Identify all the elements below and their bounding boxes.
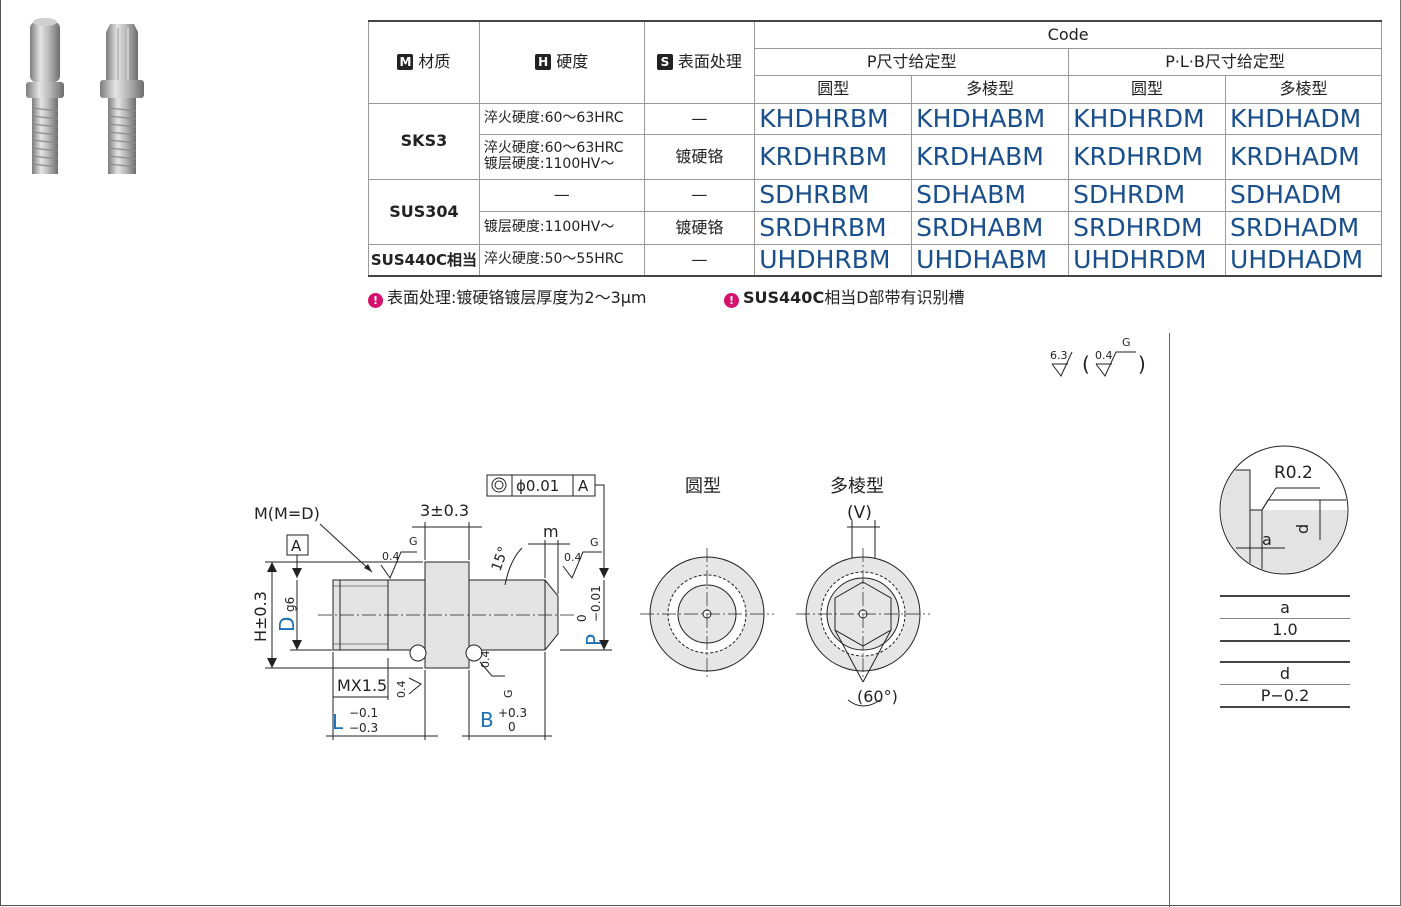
- svg-text:G: G: [1122, 336, 1131, 349]
- svg-text:−0.3: −0.3: [349, 721, 378, 735]
- svg-text:0.4: 0.4: [1095, 349, 1113, 362]
- roughness-symbol: 6.3 ( 0.4 G ): [1050, 336, 1146, 377]
- code-cell[interactable]: SDHABM: [911, 178, 1070, 212]
- note-sus440c: !SUS440C相当D部带有识别槽: [724, 284, 965, 308]
- hardness-cell: —: [478, 178, 645, 212]
- code-cell[interactable]: KRDHRBM: [754, 133, 913, 180]
- h-dim: H±0.3: [251, 591, 270, 642]
- section-divider: [1169, 333, 1170, 907]
- code-cell[interactable]: KRDHRDM: [1068, 133, 1227, 180]
- svg-text:(: (: [1082, 352, 1090, 376]
- svg-text:6.3: 6.3: [1050, 349, 1068, 362]
- detail-view: [1219, 445, 1349, 575]
- material-sks3: SKS3: [368, 102, 480, 180]
- code-cell[interactable]: KHDHRBM: [754, 102, 913, 135]
- code-cell[interactable]: UHDHRDM: [1068, 243, 1227, 277]
- poly-end-view: [796, 548, 930, 707]
- svg-text:−0.1: −0.1: [349, 706, 378, 720]
- svg-text:(60°): (60°): [857, 687, 898, 706]
- param-d-head: d: [1220, 661, 1350, 685]
- svg-text:(V): (V): [847, 503, 872, 523]
- code-cell[interactable]: UHDHADM: [1225, 243, 1382, 277]
- note-surface: !表面处理:镀硬铬镀层厚度为2～3μm: [368, 284, 647, 308]
- code-cell[interactable]: SDHADM: [1225, 178, 1382, 212]
- svg-text:−0.01: −0.01: [589, 585, 603, 622]
- code-cell[interactable]: UHDHABM: [911, 243, 1070, 277]
- svg-text:0.4: 0.4: [382, 550, 400, 563]
- hardness-cell: 淬火硬度:50～55HRC: [478, 243, 645, 277]
- l-dim: L: [332, 710, 344, 734]
- code-cell[interactable]: KRDHADM: [1225, 133, 1382, 180]
- tol-3: 3±0.3: [420, 501, 469, 520]
- hardness-cell: 淬火硬度:60～63HRC: [478, 102, 645, 135]
- surface-cell: 镀硬铬: [643, 133, 756, 180]
- param-d-value: P−0.2: [1220, 684, 1350, 708]
- svg-text:A: A: [578, 477, 589, 495]
- param-table-d: d P−0.2: [1220, 661, 1350, 708]
- header-poly-1: 多棱型: [911, 74, 1070, 104]
- code-cell[interactable]: UHDHRBM: [754, 243, 913, 277]
- mx-label: MX1.5: [337, 676, 387, 695]
- svg-text:0: 0: [508, 720, 516, 734]
- code-cell[interactable]: KHDHABM: [911, 102, 1070, 135]
- svg-text:d: d: [1293, 524, 1312, 534]
- code-cell[interactable]: SDHRDM: [1068, 178, 1227, 212]
- svg-text:G: G: [590, 536, 599, 549]
- product-photo: [26, 18, 144, 174]
- code-cell[interactable]: SRDHADM: [1225, 210, 1382, 245]
- detail-r: R0.2: [1274, 463, 1313, 483]
- header-code: Code: [754, 20, 1382, 49]
- svg-text:0: 0: [575, 614, 589, 622]
- svg-text:): ): [1138, 352, 1146, 376]
- svg-text:0.4: 0.4: [564, 551, 582, 564]
- svg-text:G: G: [502, 689, 515, 698]
- svg-text:0.4: 0.4: [479, 651, 492, 669]
- svg-text:G: G: [409, 535, 418, 548]
- hardness-cell: 镀层硬度:1100HV～: [478, 210, 645, 245]
- surface-cell: 镀硬铬: [643, 210, 756, 245]
- surface-cell: —: [643, 243, 756, 277]
- svg-text:+0.3: +0.3: [498, 706, 527, 720]
- svg-text:0.4: 0.4: [395, 681, 408, 699]
- b-dim: B: [480, 708, 494, 732]
- svg-text:g6: g6: [283, 597, 297, 612]
- badge-h: H: [535, 54, 552, 71]
- datum-a: A: [291, 537, 302, 555]
- badge-s: S: [656, 54, 673, 71]
- round-end-view: [640, 548, 774, 680]
- svg-text:a: a: [1262, 530, 1272, 549]
- svg-text:15°: 15°: [489, 545, 513, 574]
- svg-text:m: m: [543, 522, 559, 541]
- param-a-value: 1.0: [1220, 618, 1350, 642]
- d-dim: D: [275, 617, 299, 632]
- code-cell[interactable]: KHDHADM: [1225, 102, 1382, 135]
- param-table-a: a 1.0: [1220, 595, 1350, 642]
- code-cell[interactable]: SRDHABM: [911, 210, 1070, 245]
- poly-pin-image: [100, 24, 144, 174]
- view-poly-title: 多棱型: [830, 476, 884, 497]
- info-pin-icon: !: [724, 293, 739, 308]
- info-pin-icon: !: [368, 293, 383, 308]
- view-round-title: 圆型: [685, 476, 721, 497]
- label-m: M(M=D): [254, 504, 320, 523]
- p-dim: P: [582, 634, 606, 646]
- round-pin-image: [26, 18, 64, 174]
- header-poly-2: 多棱型: [1225, 74, 1382, 104]
- header-round-1: 圆型: [754, 74, 913, 104]
- code-cell[interactable]: SRDHRDM: [1068, 210, 1227, 245]
- code-cell[interactable]: SDHRBM: [754, 178, 913, 212]
- pin-side-view: [318, 561, 575, 669]
- material-sus440c: SUS440C相当: [368, 243, 480, 277]
- concentricity-value: ϕ0.01: [516, 477, 559, 495]
- badge-m: M: [397, 54, 414, 71]
- param-a-head: a: [1220, 595, 1350, 619]
